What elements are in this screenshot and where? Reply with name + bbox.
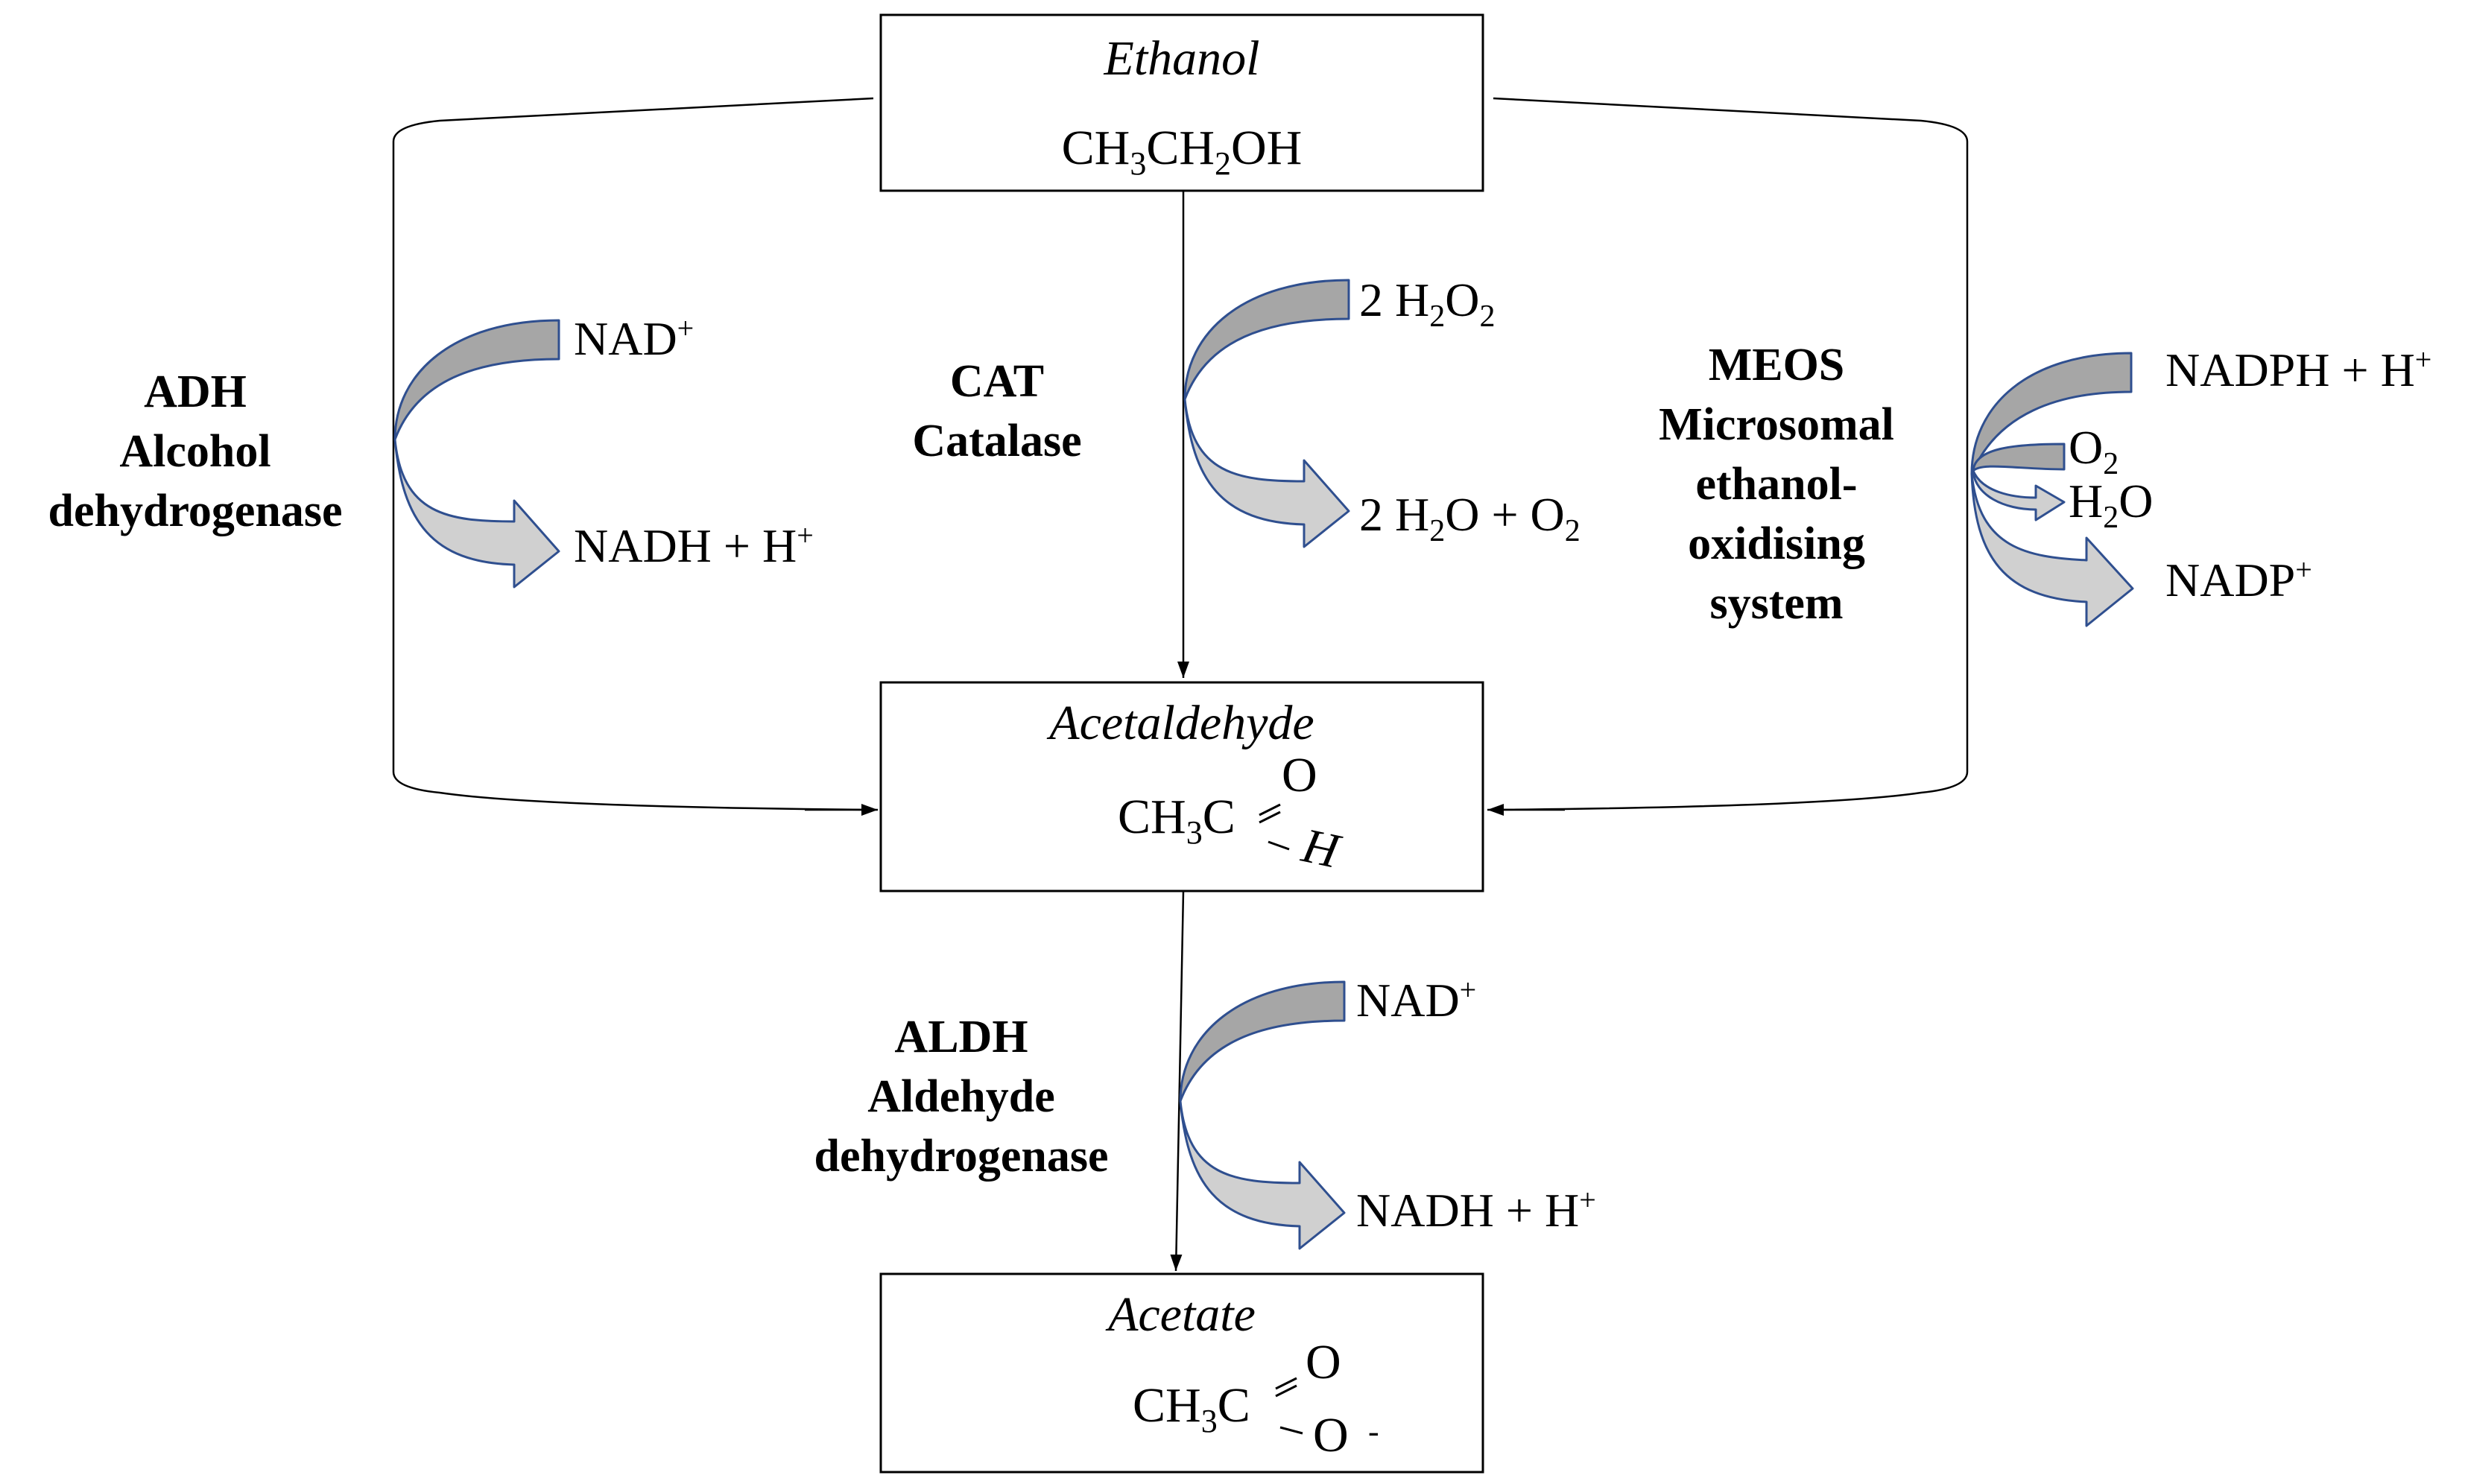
ethanol-box: Ethanol CH3CH2OH <box>879 13 1484 192</box>
adh-cofactor-arrow <box>393 319 560 589</box>
meos-nadph-label: NADPH + H+ <box>2165 343 2431 396</box>
svg-text:ethanol-: ethanol- <box>1696 459 1858 510</box>
cat-cofactor-arrow <box>1183 279 1350 548</box>
acetate-oxygen-2: O <box>1313 1408 1349 1462</box>
cat-h2o-o2-label: 2 H2O + O2 <box>1359 488 1581 548</box>
meos-pathway-line <box>1493 97 1969 811</box>
acetate-single-bond <box>1279 1426 1303 1435</box>
svg-text:ALDH: ALDH <box>894 1012 1028 1062</box>
acetaldehyde-to-acetate-arrow <box>1170 890 1185 1272</box>
adh-nadh-label: NADH + H+ <box>574 519 814 572</box>
svg-text:MEOS: MEOS <box>1709 340 1845 390</box>
svg-text:dehydrogenase: dehydrogenase <box>814 1131 1108 1182</box>
svg-text:Microsomal: Microsomal <box>1659 399 1894 450</box>
svg-text:system: system <box>1709 578 1843 629</box>
svg-text:oxidising: oxidising <box>1688 519 1865 569</box>
svg-text:Aldehyde: Aldehyde <box>867 1071 1054 1122</box>
ethanol-formula: CH3CH2OH <box>1062 121 1303 182</box>
adh-pathway-line <box>392 97 874 811</box>
aldh-label: ALDH Aldehyde dehydrogenase <box>814 1012 1108 1182</box>
cat-h2o2-label: 2 H2O2 <box>1359 273 1495 334</box>
svg-text:CAT: CAT <box>950 356 1044 407</box>
acetate-oxygen-1: O <box>1306 1335 1341 1389</box>
svg-text:dehydrogenase: dehydrogenase <box>48 486 342 536</box>
acetate-name: Acetate <box>1105 1287 1256 1342</box>
meos-h2o-arrow <box>1972 469 2066 521</box>
acetate-box: Acetate CH3C O O - <box>879 1272 1484 1474</box>
aldh-cofactor-arrow <box>1179 980 1346 1250</box>
ethanol-name: Ethanol <box>1104 31 1260 86</box>
svg-text:Alcohol: Alcohol <box>119 426 270 477</box>
meos-o2-arrow <box>1972 443 2066 472</box>
adh-label: ADH Alcohol dehydrogenase <box>48 367 342 536</box>
meos-label: MEOS Microsomal ethanol- oxidising syste… <box>1659 340 1894 629</box>
cat-label: CAT Catalase <box>912 356 1081 466</box>
acetaldehyde-oxygen: O <box>1282 748 1317 802</box>
aldh-nad-label: NAD+ <box>1356 973 1476 1027</box>
svg-text:Catalase: Catalase <box>912 416 1081 466</box>
acetaldehyde-box: Acetaldehyde CH3C O H <box>879 681 1484 892</box>
meos-o2-label: O2 <box>2069 421 2119 481</box>
meos-h2o-label: H2O <box>2069 475 2153 535</box>
acetaldehyde-name: Acetaldehyde <box>1046 696 1314 750</box>
svg-text:ADH: ADH <box>144 367 247 417</box>
acetate-charge: - <box>1368 1413 1379 1450</box>
acetaldehyde-formula: CH3C <box>1118 790 1235 851</box>
acetate-formula: CH3C <box>1133 1378 1250 1439</box>
acetate-double-bond <box>1275 1377 1297 1390</box>
adh-nad-label: NAD+ <box>574 311 694 365</box>
meos-cofactor-arrow <box>1970 352 2134 627</box>
acetaldehyde-single-bond <box>1268 840 1290 851</box>
acetaldehyde-double-bond <box>1259 803 1281 816</box>
aldh-nadh-label: NADH + H+ <box>1356 1183 1596 1237</box>
meos-nadp-label: NADP+ <box>2165 553 2312 606</box>
